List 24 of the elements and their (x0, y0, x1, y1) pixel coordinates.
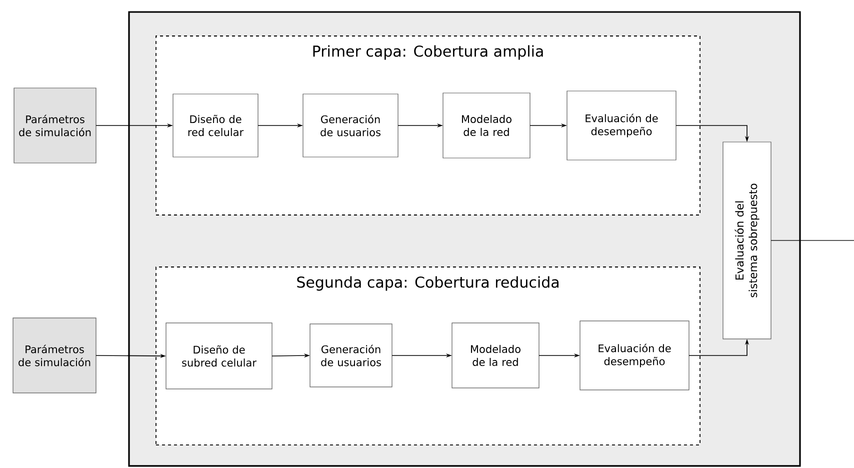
box-label: Parámetros de simulación (19, 114, 91, 136)
process-box (566, 90, 676, 160)
process-box (302, 94, 398, 158)
process-box (166, 322, 272, 390)
process-box (310, 324, 392, 388)
box-label: Diseño de subred celular (182, 345, 256, 367)
box-label: Modelado de la red (462, 114, 512, 136)
box-label: Evaluación de desempeño (598, 344, 671, 368)
box-label: Evaluación del sistema sobrepuesto (734, 184, 760, 298)
box-label: Diseño de red celular (188, 114, 244, 136)
layer-title: Segunda capa: Cobertura reducida (297, 276, 558, 291)
box-label: Generación de usuarios (320, 114, 380, 136)
process-box (580, 320, 690, 390)
box-label: Generación de usuarios (321, 344, 381, 366)
input-box (14, 88, 96, 164)
box-label: Modelado de la red (471, 344, 520, 366)
process-box (442, 92, 530, 158)
process-box (452, 322, 540, 388)
evaluation-box (722, 142, 772, 340)
process-box (172, 94, 258, 158)
layer-title: Primer capa: Cobertura amplia (313, 45, 543, 60)
input-box (12, 318, 96, 394)
box-label: Evaluación de desempeño (586, 114, 658, 138)
box-label: Parámetros de simulación (18, 344, 90, 366)
